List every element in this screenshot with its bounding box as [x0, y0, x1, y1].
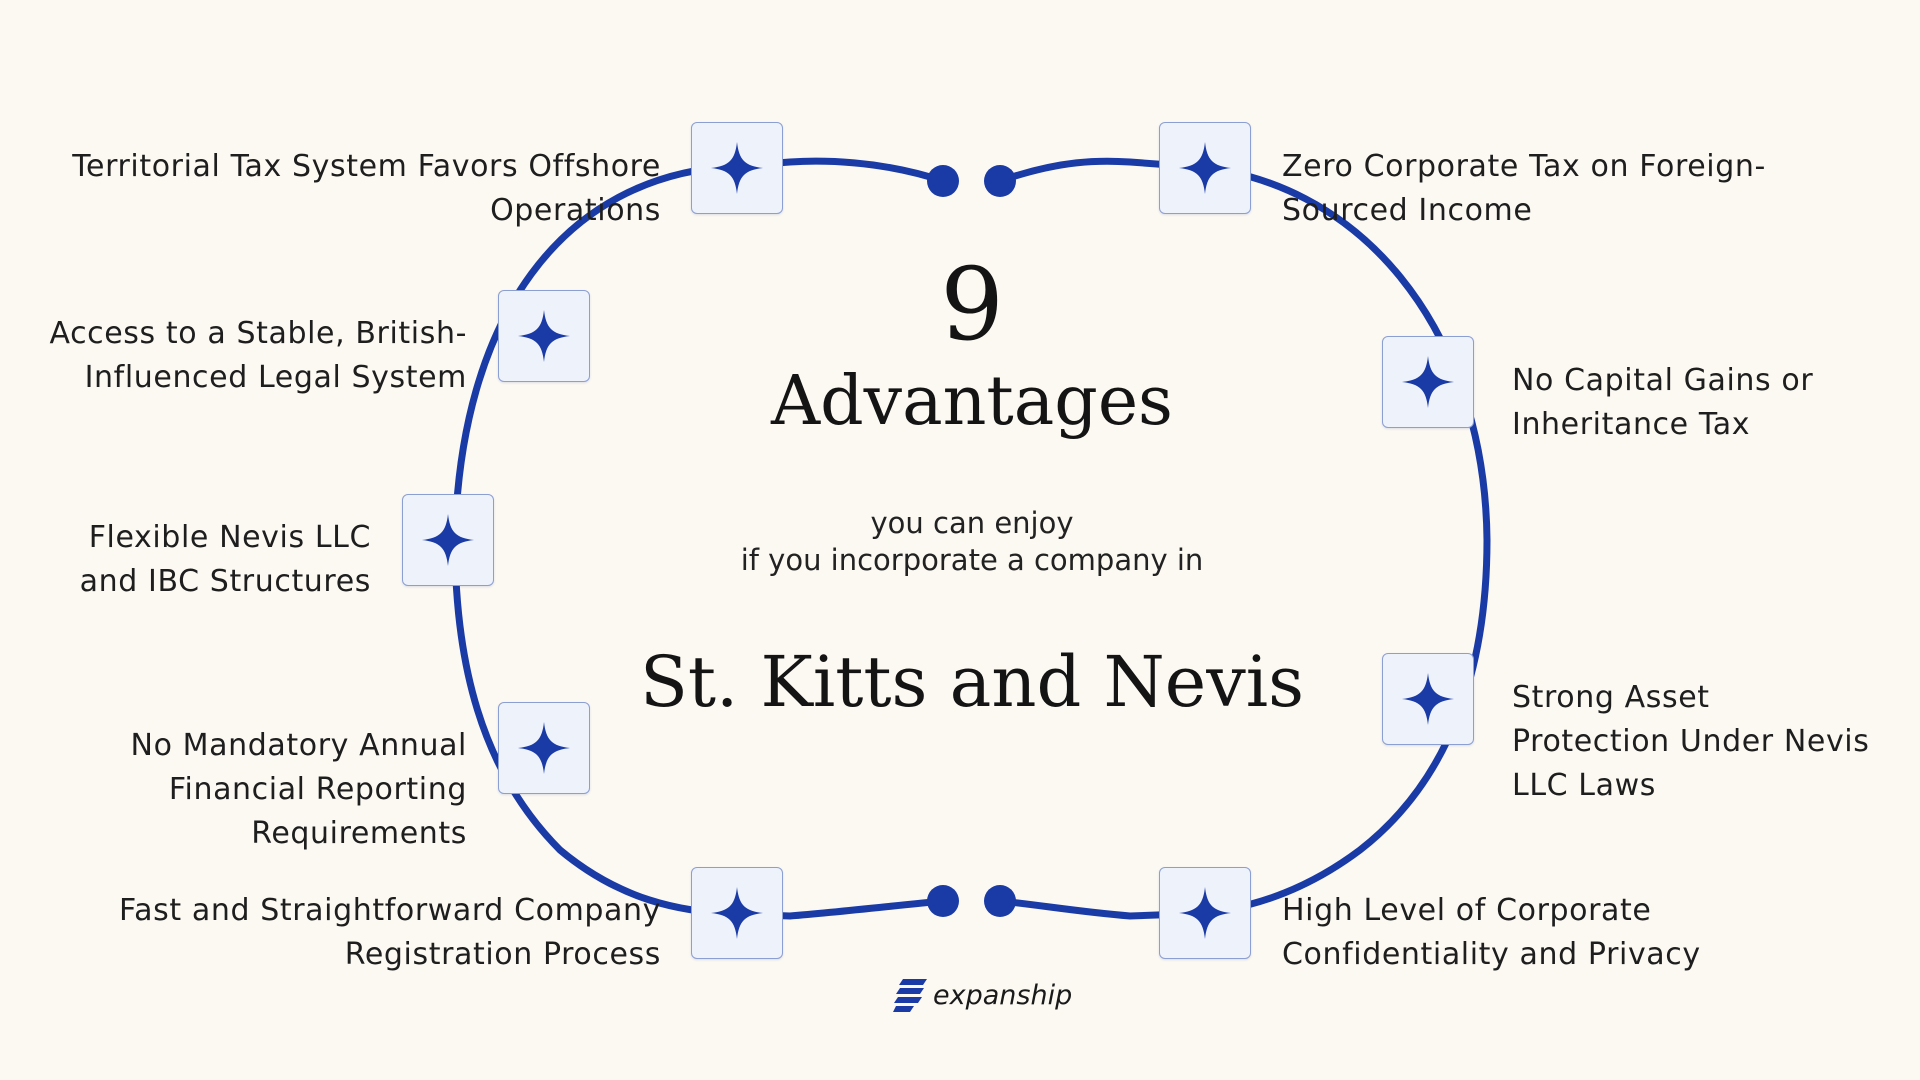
advantage-text-line: No Capital Gains or — [1512, 363, 1814, 398]
advantage-text-line: Strong Asset — [1512, 680, 1710, 715]
advantage-text-line: High Level of Corporate — [1282, 893, 1652, 928]
advantage-label: No Mandatory Annual Financial Reporting … — [27, 724, 467, 856]
advantage-text-line: LLC Laws — [1512, 768, 1656, 803]
advantage-text-line: Operations — [490, 193, 661, 228]
advantage-text-line: Flexible Nevis LLC — [88, 520, 371, 555]
center-subtitle-line: if you incorporate a company in — [740, 543, 1204, 577]
advantage-label: No Capital Gains or Inheritance Tax — [1512, 359, 1902, 447]
star-icon-box — [691, 867, 783, 959]
advantage-text-line: Influenced Legal System — [84, 360, 467, 395]
four-point-star-icon — [711, 142, 763, 194]
advantage-label: Territorial Tax System Favors Offshore O… — [21, 145, 661, 233]
four-point-star-icon — [422, 514, 474, 566]
ring-dot-top-left — [927, 165, 959, 197]
advantage-text-line: Inheritance Tax — [1512, 407, 1751, 442]
four-point-star-icon — [1179, 887, 1231, 939]
ring-dot-bottom-left — [927, 885, 959, 917]
expanship-logo-icon — [893, 979, 927, 1012]
four-point-star-icon — [1179, 142, 1231, 194]
advantage-text-line: Fast and Straightforward Company — [119, 893, 661, 928]
ring-dot-bottom-right — [984, 885, 1016, 917]
advantage-text-line: Requirements — [251, 816, 467, 851]
four-point-star-icon — [518, 722, 570, 774]
advantage-text-line: Registration Process — [344, 937, 661, 972]
four-point-star-icon — [1402, 356, 1454, 408]
center-title: Advantages — [771, 362, 1173, 441]
advantage-text-line: Financial Reporting — [168, 772, 467, 807]
advantage-label: Zero Corporate Tax on Foreign- Sourced I… — [1282, 145, 1882, 233]
four-point-star-icon — [711, 887, 763, 939]
advantage-text-line: and IBC Structures — [79, 564, 371, 599]
star-icon-box — [1382, 653, 1474, 745]
ring-dot-top-right — [984, 165, 1016, 197]
advantage-count: 9 — [940, 246, 1004, 363]
four-point-star-icon — [1402, 673, 1454, 725]
advantage-text-line: Access to a Stable, British- — [49, 316, 467, 351]
brand-logo: expanship — [893, 975, 1072, 1015]
star-icon-box — [498, 702, 590, 794]
star-icon-box — [691, 122, 783, 214]
advantage-text-line: No Mandatory Annual — [130, 728, 467, 763]
advantage-label: Fast and Straightforward Company Registr… — [41, 889, 661, 977]
advantage-text-line: Confidentiality and Privacy — [1282, 937, 1701, 972]
brand-name: expanship — [933, 979, 1073, 1011]
center-country: St. Kitts and Nevis — [639, 641, 1305, 723]
star-icon-box — [1159, 122, 1251, 214]
center-subtitle-line: you can enjoy — [870, 506, 1074, 540]
advantage-label: Flexible Nevis LLC and IBC Structures — [11, 516, 371, 604]
star-icon-box — [1159, 867, 1251, 959]
four-point-star-icon — [518, 310, 570, 362]
advantage-text-line: Protection Under Nevis — [1512, 724, 1870, 759]
advantage-label: Access to a Stable, British- Influenced … — [27, 312, 467, 400]
advantage-text-line: Zero Corporate Tax on Foreign- — [1282, 149, 1766, 184]
advantage-text-line: Territorial Tax System Favors Offshore — [72, 149, 661, 184]
star-icon-box — [402, 494, 494, 586]
advantage-text-line: Sourced Income — [1282, 193, 1533, 228]
advantage-label: High Level of Corporate Confidentiality … — [1282, 889, 1842, 977]
star-icon-box — [1382, 336, 1474, 428]
star-icon-box — [498, 290, 590, 382]
advantage-label: Strong Asset Protection Under Nevis LLC … — [1512, 676, 1912, 808]
